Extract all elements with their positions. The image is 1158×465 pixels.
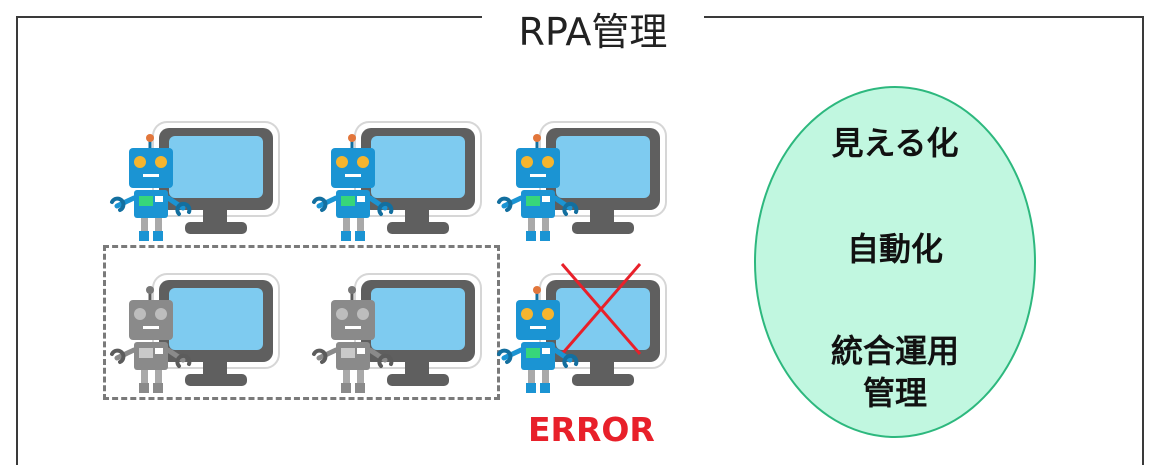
robot-icon xyxy=(312,134,394,241)
robot-station-3 xyxy=(490,110,670,250)
robot-icon xyxy=(110,134,192,241)
robot-icon xyxy=(497,134,579,241)
monitor-icon xyxy=(152,273,280,386)
frame-left xyxy=(16,16,18,465)
robot-icon xyxy=(497,286,579,393)
robot-station-6 xyxy=(490,262,670,402)
error-cross-icon xyxy=(560,263,642,355)
feature-visualization: 見える化 xyxy=(831,124,959,162)
feature-automation: 自動化 xyxy=(846,230,943,268)
monitor-icon xyxy=(152,121,280,234)
frame-right xyxy=(1142,16,1144,465)
robot-station-2 xyxy=(305,110,485,250)
monitor-icon xyxy=(354,121,482,234)
robot-icon xyxy=(110,286,192,393)
robot-icon xyxy=(312,286,394,393)
frame-top-left xyxy=(16,16,482,18)
monitor-icon xyxy=(539,121,667,234)
feature-circle: 見える化 自動化 統合運用 管理 xyxy=(754,86,1036,438)
robot-station-5 xyxy=(305,262,485,402)
frame-top-right xyxy=(704,16,1144,18)
feature-management: 管理 xyxy=(862,374,927,412)
robot-station-1 xyxy=(103,110,283,250)
feature-integrated-operation: 統合運用 xyxy=(830,332,959,370)
monitor-icon xyxy=(354,273,482,386)
robot-station-4 xyxy=(103,262,283,402)
error-label: ERROR xyxy=(528,410,655,449)
diagram-title: RPA管理 xyxy=(482,4,704,60)
idle-robots-group xyxy=(103,245,500,400)
